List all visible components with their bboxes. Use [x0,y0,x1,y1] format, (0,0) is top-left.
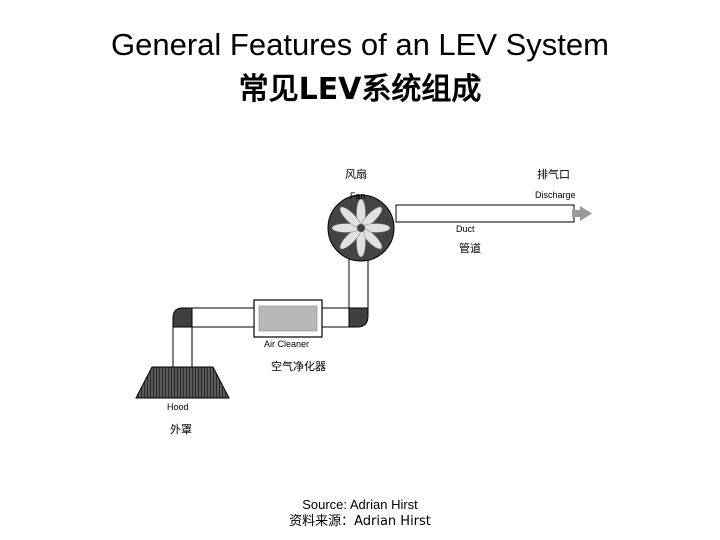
hood [135,366,230,399]
discharge-label: Discharge [535,190,576,200]
duct-label-chinese: 管道 [459,242,481,255]
fan-label: Fan [350,191,366,201]
title-english: General Features of an LEV System [111,27,609,62]
duct-horizontal-right [321,307,350,328]
air-cleaner-label-chinese: 空气净化器 [271,360,326,373]
duct-vertical-left [172,326,193,368]
duct-elbow-left [172,307,193,328]
duct-horizontal-left [191,307,255,328]
discharge-arrow-icon [572,206,592,221]
hood-label: Hood [167,402,189,412]
air-cleaner [253,299,323,338]
air-cleaner-label: Air Cleaner [264,339,310,349]
fan-icon [327,194,395,262]
hood-label-chinese: 外罩 [170,423,192,436]
title-chinese: 常见LEV系统组成 [238,72,482,107]
duct-elbow-right [348,307,369,328]
discharge-duct [395,204,575,223]
fan-label-chinese: 风扇 [345,168,367,181]
source-chinese: 资料来源：Adrian Hirst [289,514,431,529]
duct-label: Duct [456,224,475,234]
discharge-label-chinese: 排气口 [537,168,570,181]
source-english: Source: Adrian Hirst [302,497,418,512]
